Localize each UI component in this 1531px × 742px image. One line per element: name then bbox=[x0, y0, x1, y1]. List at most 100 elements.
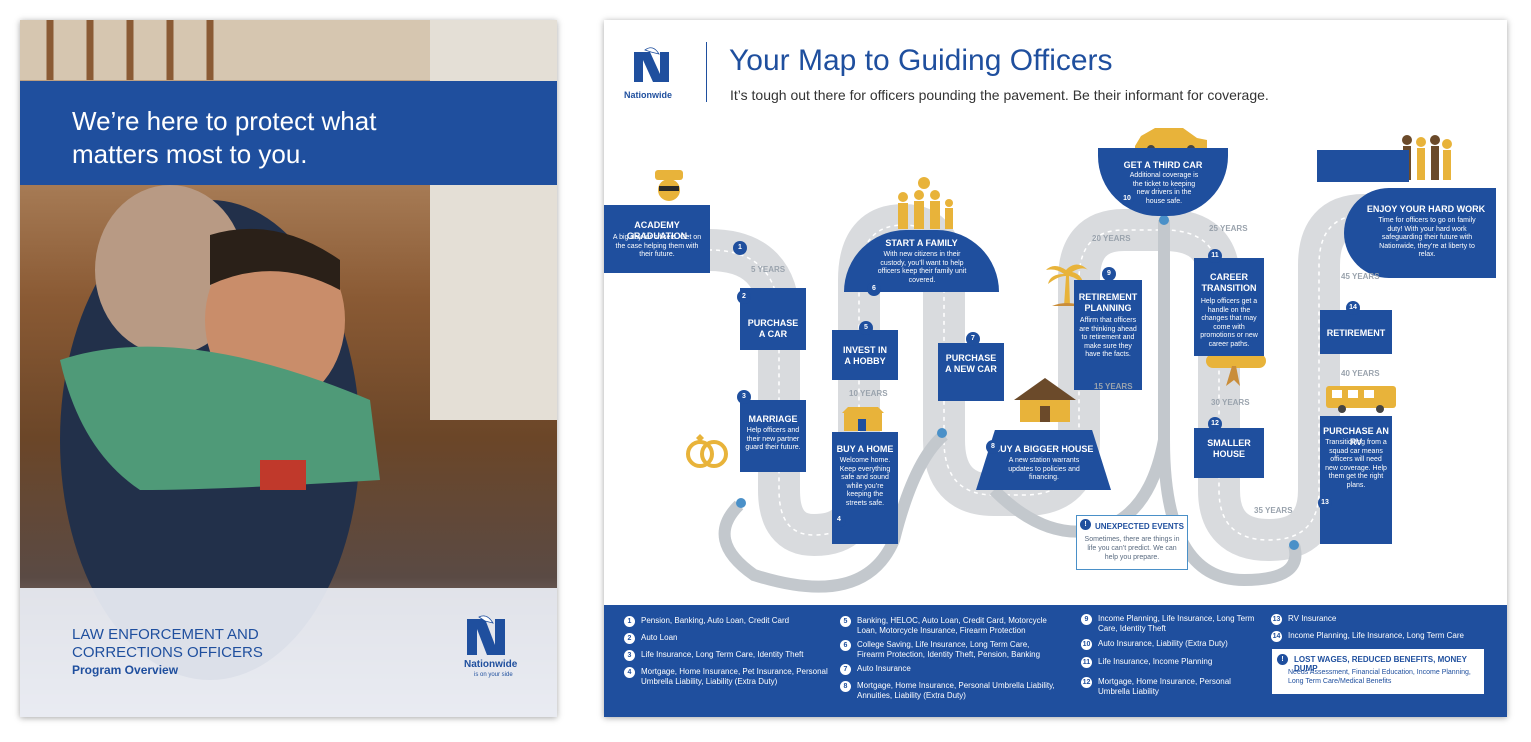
lost-wages-desc: Needs Assessment, Financial Education, I… bbox=[1288, 669, 1471, 685]
cover-headline-banner: We’re here to protect what matters most … bbox=[20, 81, 557, 185]
step-box bbox=[832, 330, 898, 380]
step-number: 7 bbox=[966, 332, 980, 346]
year-label: 40 YEARS bbox=[1341, 369, 1380, 378]
step-number: 13 bbox=[1318, 496, 1332, 510]
map-subtitle: It’s tough out there for officers poundi… bbox=[730, 87, 1269, 103]
step-box bbox=[938, 343, 1004, 401]
step-box bbox=[604, 205, 710, 273]
step-desc: Help officers and their new partner guar… bbox=[745, 427, 801, 451]
step-box bbox=[1320, 310, 1392, 354]
cover-headline-line2: matters most to you. bbox=[72, 139, 308, 169]
step-number: 3 bbox=[737, 390, 751, 404]
step-box bbox=[1320, 416, 1392, 544]
year-label: 5 YEARS bbox=[751, 265, 786, 274]
step-box bbox=[740, 400, 806, 472]
step-number: 9 bbox=[1102, 267, 1116, 281]
house-icon bbox=[842, 407, 884, 431]
unexpected-events-desc: Sometimes, there are things in life you … bbox=[1084, 536, 1180, 561]
step-title: ENJOY YOUR HARD WORK bbox=[1366, 204, 1486, 214]
step-box bbox=[1194, 258, 1264, 356]
cover-headline-line1: We’re here to protect what bbox=[72, 106, 377, 136]
step-desc: Welcome home. Keep everything safe and s… bbox=[839, 457, 891, 507]
cover-footer: LAW ENFORCEMENT AND CORRECTIONS OFFICERS… bbox=[20, 588, 557, 717]
step-desc: Help officers get a handle on the change… bbox=[1200, 298, 1258, 348]
lost-wages-title: LOST WAGES, REDUCED BENEFITS, MONEY DUMP bbox=[1294, 655, 1467, 673]
step-number: 6 bbox=[867, 282, 881, 296]
step-number: 14 bbox=[1346, 301, 1360, 315]
step-box bbox=[1344, 188, 1496, 278]
step-box bbox=[1194, 428, 1264, 478]
police-officer-icon bbox=[655, 170, 683, 201]
step-title: INVEST IN A HOBBY bbox=[842, 345, 887, 366]
rv-icon bbox=[1326, 386, 1396, 413]
step-desc: Affirm that officers are thinking ahead … bbox=[1079, 317, 1137, 358]
unexpected-events-callout: ! UNEXPECTED EVENTS Sometimes, there are… bbox=[1076, 515, 1188, 570]
officer-map-poster: Nationwide Your Map to Guiding Officers … bbox=[604, 20, 1507, 717]
step-desc: Time for officers to go on family duty! … bbox=[1378, 217, 1476, 258]
unexpected-events-title: UNEXPECTED EVENTS bbox=[1095, 522, 1184, 531]
step-box bbox=[740, 288, 806, 350]
step-number: 10 bbox=[1120, 192, 1134, 206]
year-label: 45 YEARS bbox=[1341, 272, 1380, 281]
step-title: BUY A HOME bbox=[836, 444, 894, 454]
cover-brand-name: Nationwide bbox=[464, 659, 518, 670]
step-title: RETIREMENT bbox=[1326, 328, 1386, 338]
step-title: PURCHASE A CAR bbox=[747, 318, 799, 339]
step-desc: Transitioning from a squad car means off… bbox=[1325, 439, 1387, 489]
cover-footer-line2: CORRECTIONS OFFICERS bbox=[72, 644, 263, 661]
step-number: 8 bbox=[986, 440, 1000, 454]
year-label: 20 YEARS bbox=[1092, 234, 1131, 243]
step-desc: Additional coverage is the ticket to kee… bbox=[1129, 172, 1199, 205]
year-label: 15 YEARS bbox=[1094, 382, 1133, 391]
family-icon bbox=[898, 177, 953, 229]
alert-icon: ! bbox=[1080, 519, 1091, 530]
wedding-rings-icon bbox=[686, 434, 728, 468]
step-title: RETIREMENT PLANNING bbox=[1078, 292, 1138, 313]
step-number: 12 bbox=[1208, 417, 1222, 431]
step-desc: With new citizens in their custody, you’… bbox=[877, 251, 967, 284]
map-title: Your Map to Guiding Officers bbox=[729, 44, 1113, 77]
brochure-cover: We’re here to protect what matters most … bbox=[20, 20, 557, 717]
lost-wages-box: ! LOST WAGES, REDUCED BENEFITS, MONEY DU… bbox=[1272, 649, 1484, 694]
alert-icon: ! bbox=[1277, 654, 1288, 665]
bigger-house-icon bbox=[1014, 378, 1076, 422]
step-title: CAREER TRANSITION bbox=[1201, 272, 1257, 293]
step-number: 1 bbox=[733, 241, 747, 255]
cover-brand-tagline: is on your side bbox=[474, 672, 513, 678]
step-title: PURCHASE AN RV bbox=[1323, 426, 1389, 447]
step-title: MARRIAGE bbox=[748, 414, 798, 424]
nationwide-logo-icon bbox=[634, 47, 669, 82]
step-title: BUY A BIGGER HOUSE bbox=[993, 444, 1094, 454]
step-number: 4 bbox=[832, 513, 846, 527]
step-number: 2 bbox=[737, 290, 751, 304]
step-box bbox=[976, 430, 1111, 490]
step-number: 5 bbox=[859, 321, 873, 335]
step-desc: A big day for officers. Get on the case … bbox=[612, 234, 702, 258]
year-label: 35 YEARS bbox=[1254, 506, 1293, 515]
step-title: SMALLER HOUSE bbox=[1207, 438, 1251, 459]
podium-icon bbox=[1317, 150, 1409, 182]
year-label: 25 YEARS bbox=[1209, 224, 1248, 233]
map-brand-name: Nationwide bbox=[624, 90, 673, 100]
year-label: 10 YEARS bbox=[849, 389, 888, 398]
step-desc: A new station warrants updates to polici… bbox=[1008, 457, 1080, 481]
nationwide-eagle-icon bbox=[467, 615, 505, 655]
cover-footer-line1: LAW ENFORCEMENT AND bbox=[72, 626, 259, 643]
year-label: 30 YEARS bbox=[1211, 398, 1250, 407]
header-divider bbox=[706, 42, 707, 102]
cover-footer-subtitle: Program Overview bbox=[72, 663, 179, 677]
